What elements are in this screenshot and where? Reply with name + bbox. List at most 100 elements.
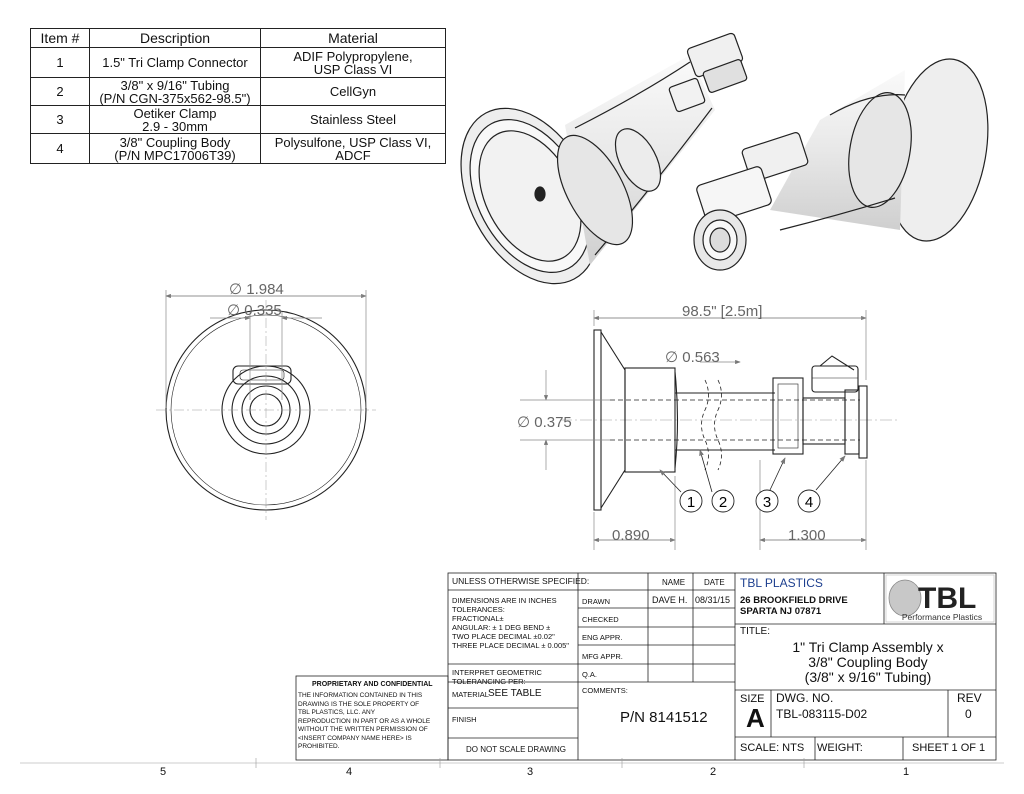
balloon-1 [679,489,703,513]
end-view [156,300,376,520]
dim-diameter-0563: ∅ 0.563 [665,349,720,366]
tb-dwg-label: DWG. NO. [776,691,834,705]
tb-title-line2: 3/8" Coupling Body [808,654,928,670]
zone-5: 5 [160,766,167,778]
dim-0890: 0.890 [612,527,650,544]
bom-description: 3/8" Coupling Body(P/N MPC17006T39) [89,133,261,164]
tb-size-label: SIZE [740,693,765,705]
prop-line: PROHIBITED. [298,743,340,750]
tb-qa: Q.A. [582,670,598,679]
dim-1300: 1.300 [788,527,826,544]
bom-desc-line1: 1.5" Tri Clamp Connector [102,55,248,70]
side-view [560,329,900,511]
bom-description: 1.5" Tri Clamp Connector [89,47,261,78]
tb-unless: UNLESS OTHERWISE SPECIFIED: [452,576,590,586]
logo-subtext: Performance Plastics [902,612,982,622]
bom-material: Stainless Steel [260,105,446,134]
tb-title: 1" Tri Clamp Assembly x 3/8" Coupling Bo… [740,640,996,685]
zone-1: 1 [903,766,910,778]
tb-address-line1: 26 BROOKFIELD DRIVE [740,595,848,606]
prop-line: <INSERT COMPANY NAME HERE> IS [298,734,412,742]
tb-address: 26 BROOKFIELD DRIVE SPARTA NJ 07871 [740,595,848,617]
bom-item-number: 2 [30,77,90,106]
dim-diameter-0375: ∅ 0.375 [517,414,572,431]
tb-checked: CHECKED [582,615,619,624]
balloon-label-4: 4 [805,494,813,511]
tb-drawn: DRAWN [582,597,611,606]
tb-finish: FINISH [452,715,477,724]
zone-border [20,758,1004,768]
prop-line: REPRODUCTION IN PART OR AS A WHOLE [298,717,431,725]
tb-date-header: DATE [704,578,725,587]
prop-line: DRAWING IS THE SOLE PROPERTY OF [298,700,420,708]
tb-no-scale: DO NOT SCALE DRAWING [466,745,567,754]
bom-mat-line1: ADIF Polypropylene, [293,48,413,64]
zone-4: 4 [346,766,353,778]
tb-eng-appr: ENG APPR. [582,633,623,642]
tb-scale: SCALE: NTS [740,742,805,754]
tb-dims-line: THREE PLACE DECIMAL ± 0.005" [452,641,569,650]
balloon-label-3: 3 [763,494,771,511]
bom-material: Polysulfone, USP Class VI,ADCF [260,133,446,164]
bom-row: 4 3/8" Coupling Body(P/N MPC17006T39) Po… [30,133,446,164]
tb-interpret: INTERPRET GEOMETRIC TOLERANCING PER: [452,668,542,686]
dim-diameter-1984: ∅ 1.984 [229,281,284,298]
tb-size-value: A [746,703,765,733]
tb-title-line1: 1" Tri Clamp Assembly x [792,639,944,655]
bom-item-number: 4 [30,133,90,164]
dim-overall-length: 98.5" [2.5m] [682,303,762,320]
logo-text: TBL [918,582,976,615]
zone-2: 2 [710,766,717,778]
prop-line: WITHOUT THE WRITTEN PERMISSION OF [298,726,428,733]
proprietary-notice: THE INFORMATION CONTAINED IN THIS DRAWIN… [298,692,430,752]
tb-title-label: TITLE: [740,626,771,637]
isometric-view-right [693,58,989,271]
tb-name-header: NAME [662,578,686,587]
bom-mat-line1: Polysulfone, USP Class VI, [274,134,432,150]
balloons [679,489,821,513]
balloon-leaders [659,449,846,493]
balloon-label-2: 2 [719,494,727,511]
tb-rev-value: 0 [965,707,972,721]
tb-mfg-appr: MFG APPR. [582,652,623,661]
side-view-dimensions [520,310,867,550]
tb-address-line2: SPARTA NJ 07871 [740,606,822,617]
tb-dwg-number: TBL-083115-D02 [776,707,868,721]
tb-dims-line: ANGULAR: ± 1 DEG BEND ± [452,623,551,632]
bom-desc-line1: 3/8" Coupling Body [119,134,231,150]
bom-desc-line1: 3/8" x 9/16" Tubing [120,77,230,93]
tb-weight: WEIGHT: [817,742,863,754]
bom-desc-line2: (P/N MPC17006T39) [114,147,236,163]
bom-row: 1 1.5" Tri Clamp Connector ADIF Polyprop… [30,47,446,78]
tb-rev-label: REV [957,691,982,705]
dim-diameter-0335: ∅ 0.335 [227,302,282,319]
bom-material: CellGyn [260,77,446,106]
tb-drawn-date: 08/31/15 [695,595,731,605]
proprietary-title: PROPRIETARY AND CONFIDENTIAL [312,681,433,688]
tb-drawn-name: DAVE H. [652,595,688,605]
balloon-3 [755,489,779,513]
bom-material: ADIF Polypropylene,USP Class VI [260,47,446,78]
tb-interpret-line: TOLERANCING PER: [452,677,526,686]
bom-desc-line2: (P/N CGN-375x562-98.5") [99,90,251,106]
balloon-2 [711,489,735,513]
bom-desc-line1: Oetiker Clamp [133,105,217,121]
zone-3: 3 [527,766,534,778]
prop-line: THE INFORMATION CONTAINED IN THIS [298,692,423,699]
balloon-4 [797,489,821,513]
tb-dims-line: TWO PLACE DECIMAL ±0.02" [452,632,555,641]
tb-tolerance-block: DIMENSIONS ARE IN INCHES TOLERANCES: FRA… [452,596,569,650]
title-block-grid [295,572,997,761]
isometric-view-left [460,32,748,285]
tb-interpret-line: INTERPRET GEOMETRIC [452,668,542,677]
tb-company: TBL PLASTICS [740,576,823,590]
balloon-label-1: 1 [687,494,695,511]
tb-comments: COMMENTS: [582,686,628,695]
tb-part-number: P/N 8141512 [620,709,708,726]
tb-title-line3: (3/8" x 9/16" Tubing) [804,669,932,685]
bom-desc-line2: 2.9 - 30mm [142,118,208,134]
tb-dims-line: DIMENSIONS ARE IN INCHES [452,596,557,605]
tb-dims-line: TOLERANCES: [452,605,505,614]
bom-mat-line2: ADCF [335,147,371,163]
